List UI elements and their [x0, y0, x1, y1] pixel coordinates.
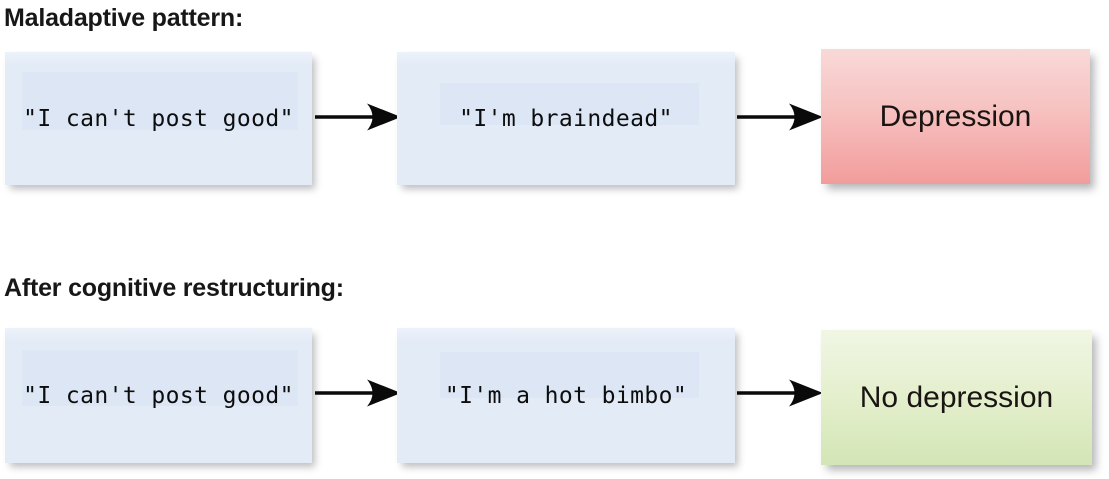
node-outcome-depression: Depression: [821, 49, 1090, 184]
node-restructured-situation: "I can't post good": [5, 328, 312, 463]
node-label: "I can't post good": [23, 382, 294, 409]
node-label: No depression: [859, 380, 1054, 414]
node-outcome-no-depression: No depression: [821, 330, 1092, 465]
node-maladaptive-situation: "I can't post good": [5, 52, 312, 185]
arrow-right-icon: [315, 103, 401, 131]
heading-after-cognitive-restructuring: After cognitive restructuring:: [4, 274, 344, 302]
node-label: "I'm braindead": [459, 105, 673, 132]
node-label: Depression: [879, 99, 1032, 133]
node-label: "I'm a hot bimbo": [444, 382, 688, 409]
node-label: "I can't post good": [23, 105, 294, 132]
arrow-right-icon: [315, 379, 401, 407]
arrow-right-icon: [737, 103, 823, 131]
node-maladaptive-automatic-thought: "I'm braindead": [397, 52, 735, 185]
arrow-right-icon: [737, 379, 823, 407]
heading-maladaptive-pattern: Maladaptive pattern:: [4, 4, 244, 32]
node-restructured-thought: "I'm a hot bimbo": [397, 328, 735, 463]
